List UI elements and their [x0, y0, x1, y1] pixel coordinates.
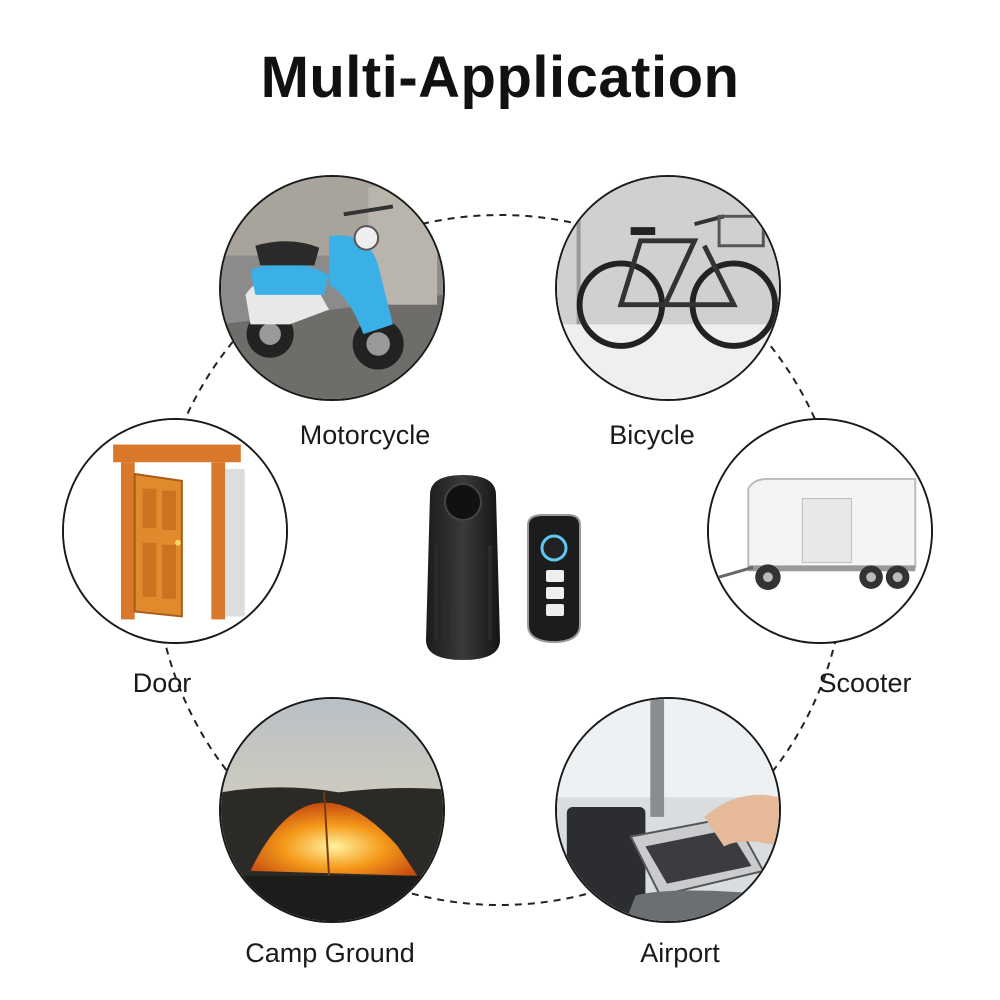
tent-photo-icon [221, 699, 443, 921]
label-airport: Airport [640, 938, 720, 968]
label-bicycle: Bicycle [609, 420, 695, 450]
door-image [62, 418, 288, 644]
alarm-and-remote-icon [426, 475, 581, 660]
motorcycle-image [219, 175, 445, 401]
label-camp-ground: Camp Ground [245, 938, 415, 968]
scooter-image [707, 418, 933, 644]
airport-laptop-photo-icon [557, 699, 779, 921]
label-scooter: Scooter [818, 668, 912, 698]
scooter-photo-icon [221, 177, 443, 399]
bicycle-photo-icon [557, 177, 779, 399]
trailer-photo-icon [709, 420, 931, 642]
airport-image [555, 697, 781, 923]
page-title: Multi-Application [260, 45, 740, 110]
bicycle-image [555, 175, 781, 401]
camp-ground-image [219, 697, 445, 923]
label-motorcycle: Motorcycle [299, 420, 431, 450]
label-door: Door [132, 668, 192, 698]
door-photo-icon [64, 420, 286, 642]
